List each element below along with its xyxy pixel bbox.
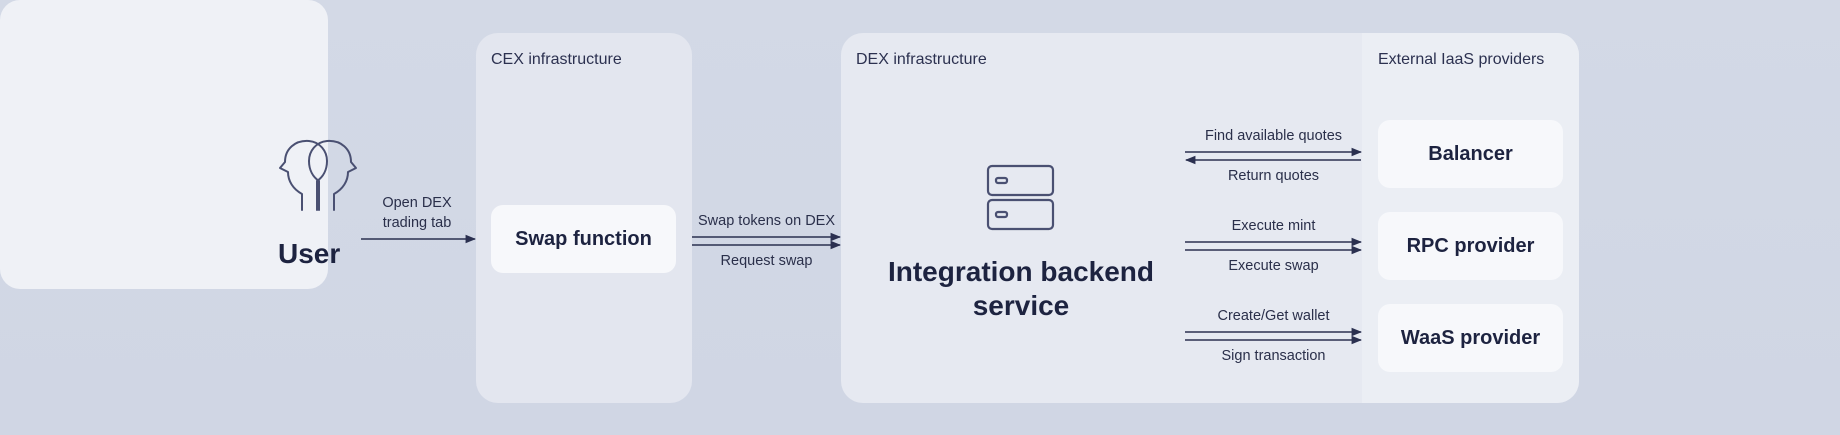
external-panel-label: External IaaS providers [1378,51,1545,68]
waas-provider-node: WaaS provider [1378,304,1563,372]
edge-label-return-quotes: Return quotes [1227,168,1320,184]
user-label: User [278,238,341,269]
edge-label-request-swap: Request swap [720,253,813,269]
integration-backend-node [0,0,328,289]
integration-backend-title-line2: service [972,290,1070,321]
edge-label-open-dex: Open DEX trading tab [357,193,477,233]
rpc-provider-node: RPC provider [1378,212,1563,280]
balancer-node: Balancer [1378,120,1563,188]
integration-backend-title-line1: Integration backend [887,256,1155,287]
edge-label-open-dex-line2: trading tab [382,215,452,231]
edge-label-execute-swap: Execute swap [1228,258,1319,274]
server-icon [986,164,1055,231]
dex-panel-label: DEX infrastructure [856,51,987,68]
swap-function-node: Swap function [491,205,676,273]
edge-label-swap-tokens: Swap tokens on DEX [697,213,836,229]
cex-panel-label: CEX infrastructure [491,51,622,68]
edge-label-find-quotes: Find available quotes [1204,128,1343,144]
user-heads-icon [279,139,357,211]
edge-label-create-wallet: Create/Get wallet [1217,308,1330,324]
edge-label-execute-mint: Execute mint [1231,218,1316,234]
edge-label-sign-transaction: Sign transaction [1221,348,1326,364]
edge-label-open-dex-line1: Open DEX [382,195,452,211]
integration-backend-title: Integration backend service [857,255,1185,323]
